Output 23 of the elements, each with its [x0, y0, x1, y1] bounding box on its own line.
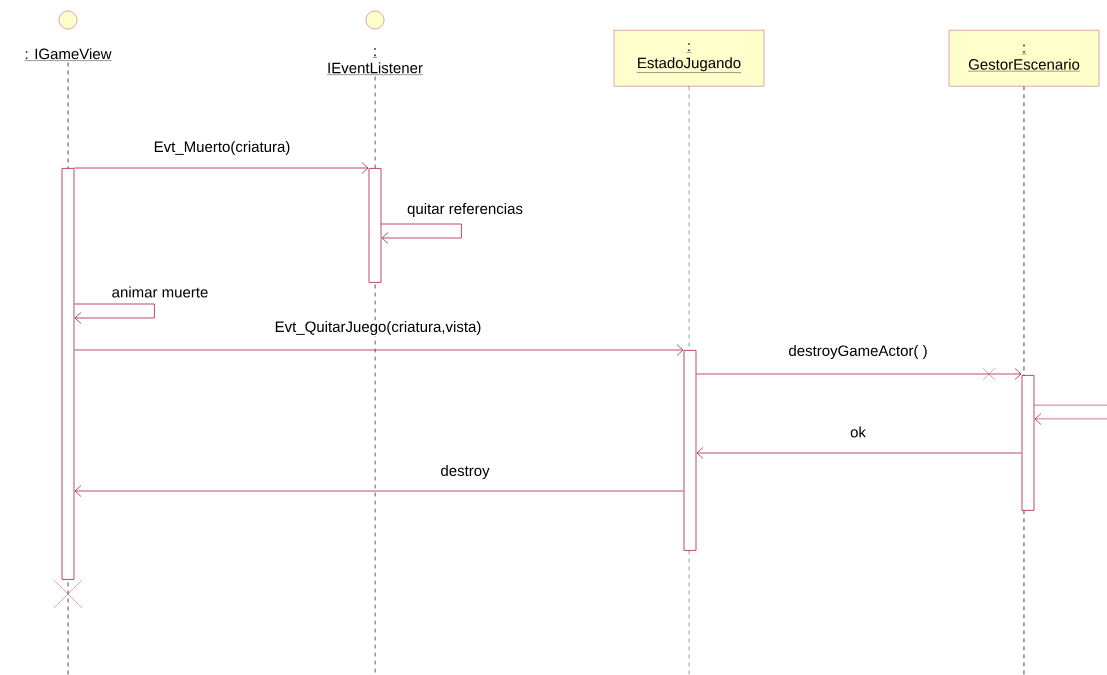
activation-bar: [61, 168, 75, 580]
message-arrow: [74, 162, 369, 174]
message-arrow: [74, 344, 684, 356]
activation-bar: [683, 350, 697, 551]
message-label: Evt_QuitarJuego(criatura,vista): [275, 321, 481, 335]
message-arrow: [74, 303, 155, 324]
message-arrow: [74, 485, 684, 497]
message-arrow: [381, 223, 462, 244]
message-arrow: [696, 368, 1022, 380]
object-label: : IGameView: [24, 48, 112, 61]
message-label: ok: [850, 426, 866, 438]
message-arrow: [696, 447, 1022, 459]
message-label: destroy: [441, 465, 490, 479]
message-arrow: [1034, 404, 1107, 425]
message-label: Evt_Muerto(criatura): [154, 141, 290, 155]
message-label: animar muerte: [112, 286, 208, 298]
object-box: : GestorEscenario: [948, 30, 1100, 87]
object-box: : EstadoJugando: [613, 30, 765, 87]
message-label: quitar referencias: [407, 203, 523, 217]
object-label: : IEventListener: [326, 48, 424, 75]
message-label: destroyGameActor( ): [789, 345, 927, 359]
activation-bar: [1021, 375, 1035, 511]
activation-bar: [368, 168, 382, 283]
